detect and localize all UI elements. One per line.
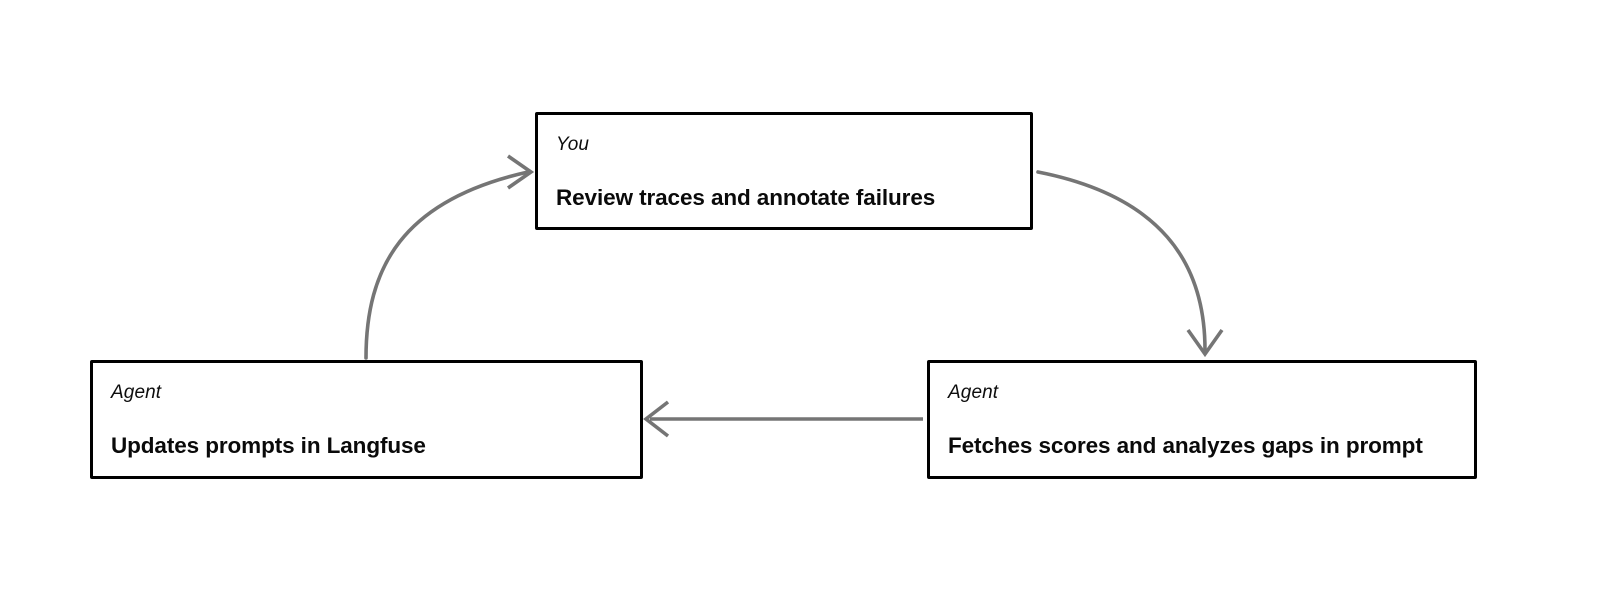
edge-fetches-to-updates bbox=[643, 400, 923, 438]
node-title-label: Updates prompts in Langfuse bbox=[111, 433, 426, 458]
edge-you-to-fetches bbox=[1036, 170, 1224, 358]
edge-updates-to-you bbox=[364, 154, 535, 360]
node-role-label: You bbox=[556, 134, 590, 155]
node-agent-updates[interactable]: Agent Updates prompts in Langfuse bbox=[90, 360, 643, 479]
node-role-label: Agent bbox=[948, 382, 999, 403]
node-title-label: Review traces and annotate failures bbox=[556, 185, 936, 210]
node-title-label: Fetches scores and analyzes gaps in prom… bbox=[948, 433, 1423, 458]
node-agent-fetches[interactable]: Agent Fetches scores and analyzes gaps i… bbox=[927, 360, 1477, 479]
node-you-review[interactable]: You Review traces and annotate failures bbox=[535, 112, 1033, 230]
node-role-label: Agent bbox=[111, 382, 162, 403]
